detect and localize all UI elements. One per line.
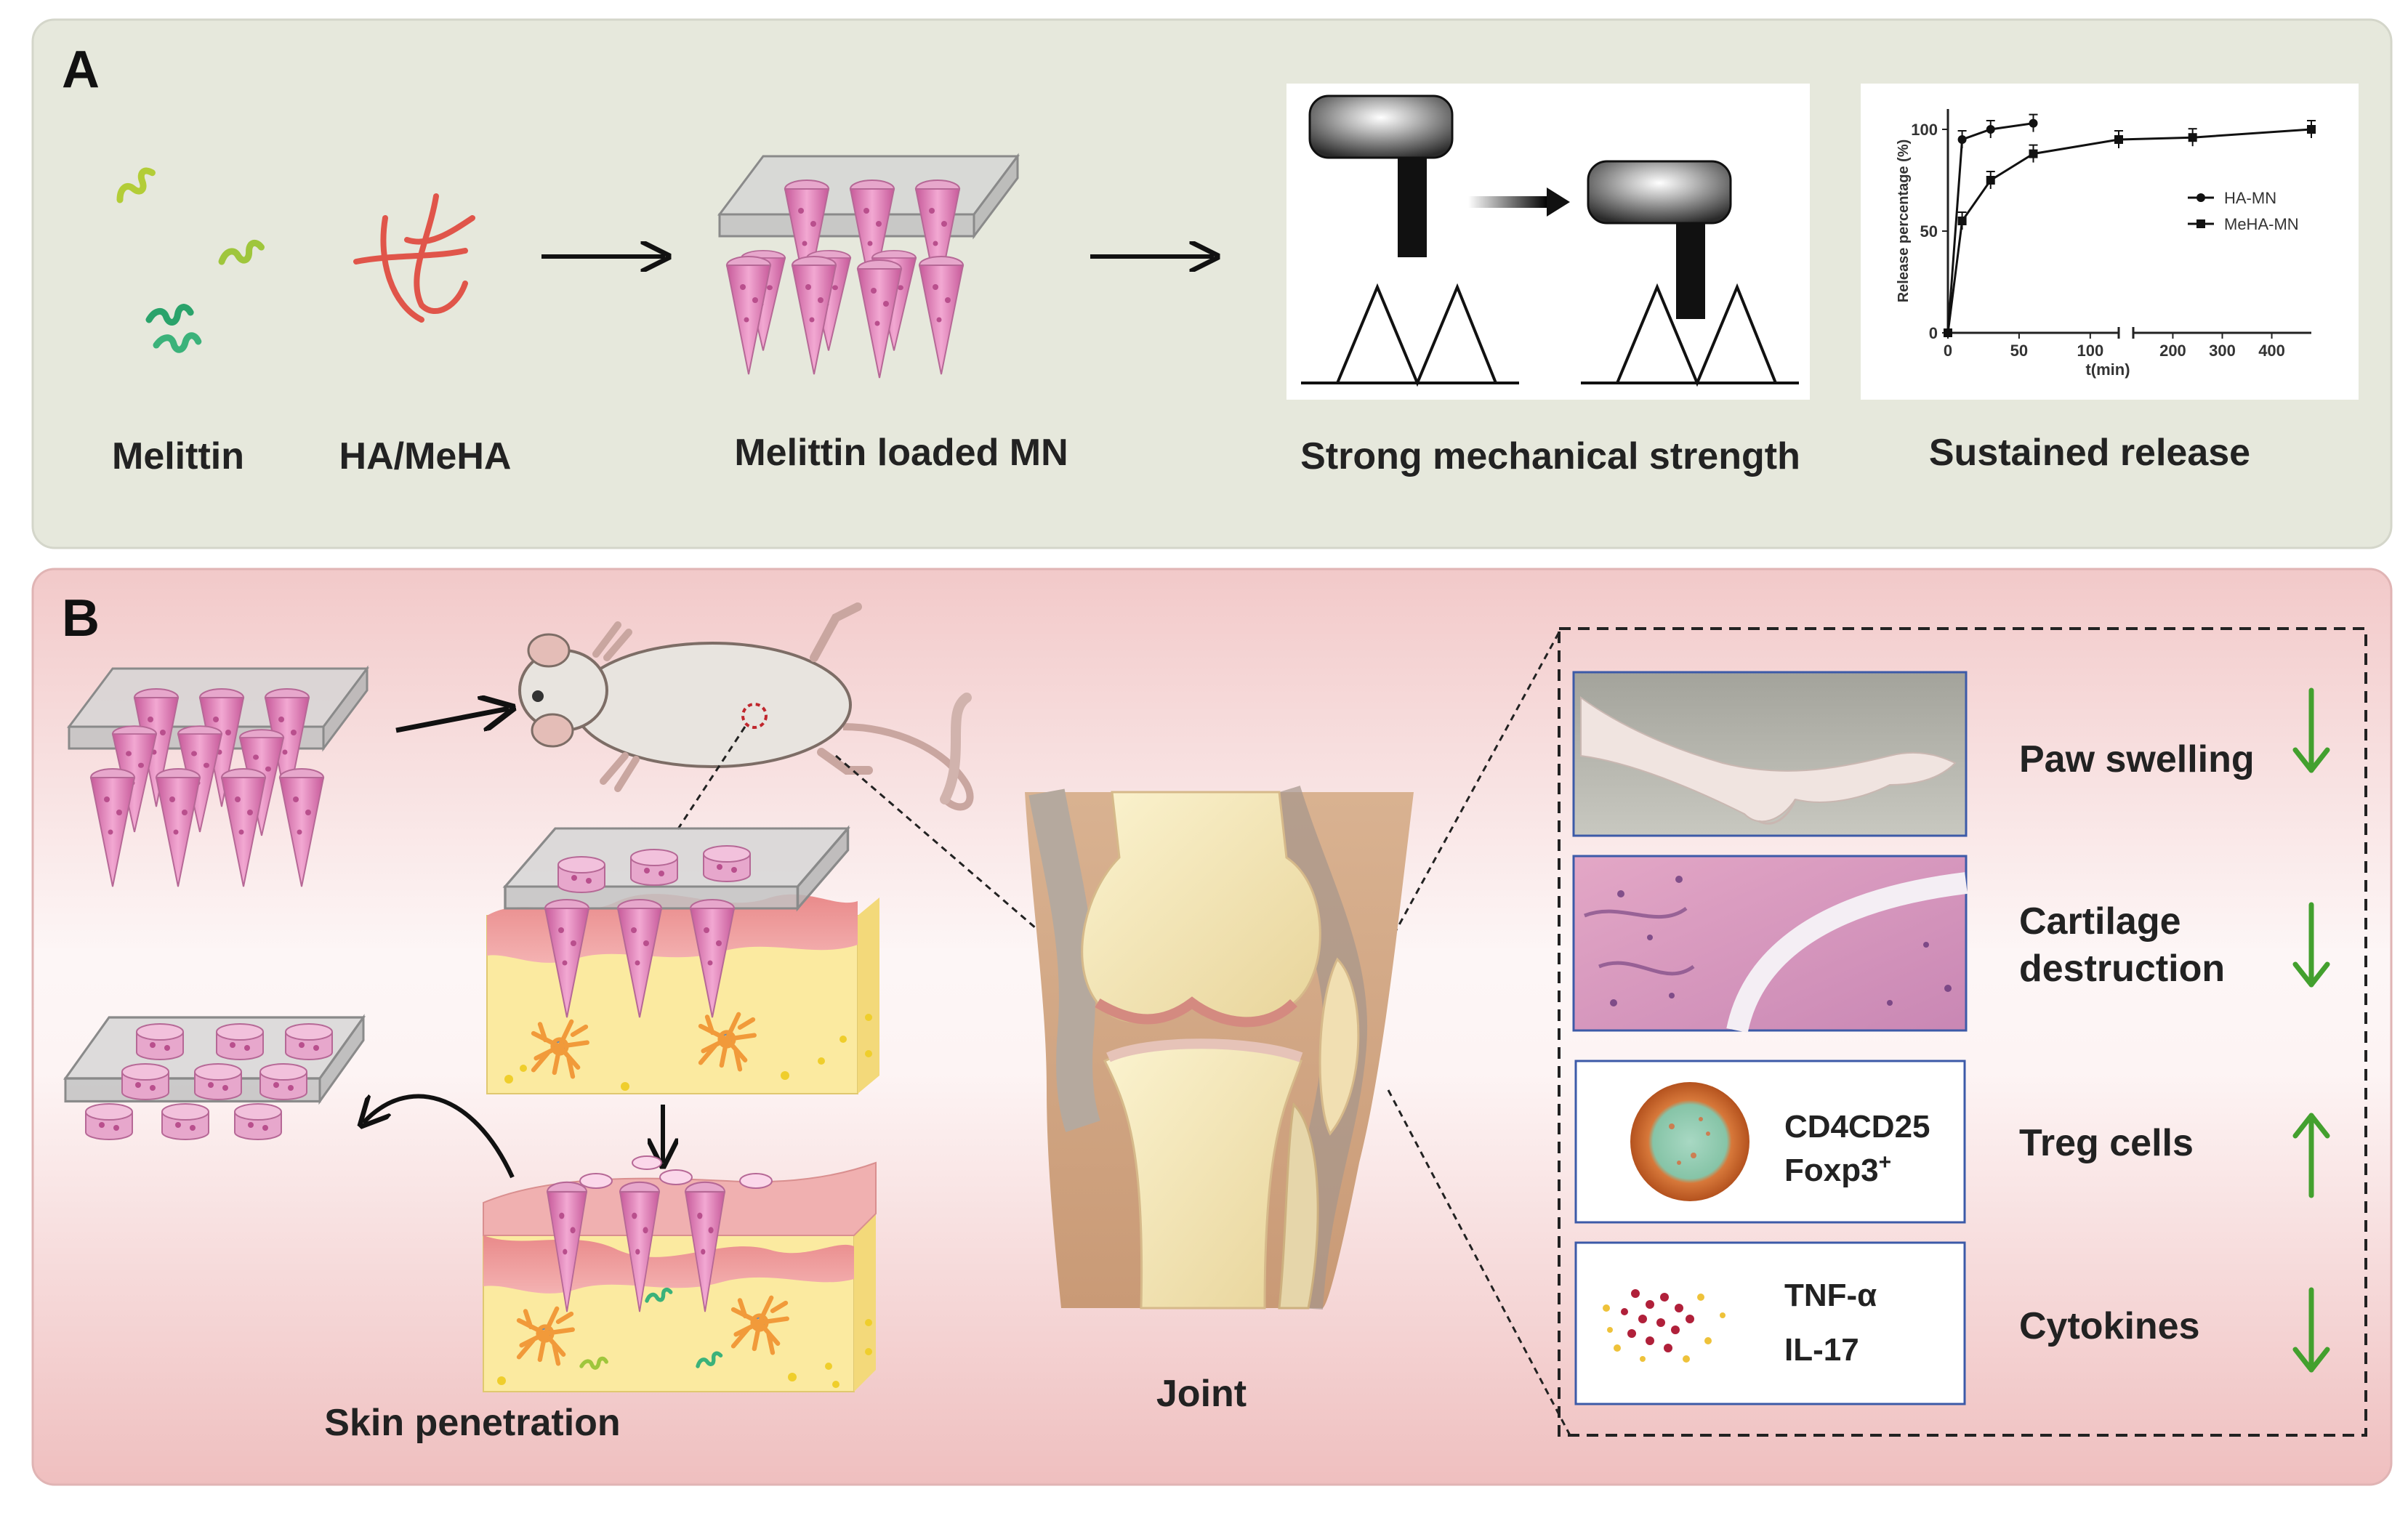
legend-label: HA-MN: [2224, 189, 2276, 207]
data-point: [1944, 328, 1952, 337]
label-skin-penetration: Skin penetration: [324, 1402, 620, 1444]
marker-cd4cd25: CD4CD25: [1784, 1109, 1930, 1145]
y-tick-label: 100: [1911, 121, 1938, 139]
skin-insertion-illustration: [486, 827, 879, 1094]
panel-a-letter: A: [62, 41, 100, 99]
x-tick-label: 50: [2010, 342, 2028, 360]
data-point: [2307, 125, 2316, 134]
legend-marker: [2196, 193, 2205, 202]
connector-zoom-top: [1387, 632, 1561, 945]
treg-cell-icon: [1630, 1082, 1749, 1201]
x-tick-label: 300: [2209, 342, 2236, 360]
release-chart: 0 50 100 0 50 100 200 300 400 t(min) Release perce…: [1861, 84, 2359, 400]
paw-photo: [1572, 671, 1968, 837]
data-point: [2029, 118, 2038, 128]
x-tick-label: 400: [2258, 342, 2285, 360]
knee-joint-illustration: [1025, 786, 1414, 1310]
label-joint: Joint: [1156, 1373, 1247, 1415]
outcome-cartilage-line2: destruction: [2019, 948, 2225, 990]
treg-cell-box: CD4CD25 Foxp3+: [1574, 1060, 1966, 1224]
x-tick-label: 200: [2159, 342, 2186, 360]
marker-tnf: TNF-α: [1784, 1278, 1877, 1313]
ha-polymer-icon: [353, 193, 475, 323]
x-tick-label: 0: [1944, 342, 1952, 360]
label-ha-meha: HA/MeHA: [339, 435, 512, 477]
panel-b: B: [31, 568, 2393, 1486]
rat-illustration: [518, 602, 974, 811]
y-axis-label: Release percentage (%): [1896, 140, 1912, 303]
release-chart-plot: 0 50 100 0 50 100 200 300 400 t(min) Release perce…: [1896, 109, 2316, 379]
y-tick-label: 50: [1920, 222, 1938, 241]
data-point: [2029, 149, 2038, 158]
trend-arrows: [2292, 687, 2330, 1373]
data-point: [1986, 125, 1995, 134]
outcome-treg-cells: Treg cells: [2019, 1122, 2194, 1164]
mechanical-test-illustration: [1286, 84, 1810, 400]
apply-arrow: [395, 709, 509, 733]
outcome-paw-swelling: Paw swelling: [2019, 738, 2255, 780]
panel-a: A: [31, 18, 2393, 549]
label-sustained-release: Sustained release: [1929, 432, 2250, 474]
data-point: [1986, 176, 1995, 185]
series-line-HA-MN: [1946, 122, 2034, 334]
data-point: [2114, 135, 2123, 144]
data-point: [1957, 217, 1967, 225]
skin-penetration-illustration: [483, 1155, 877, 1392]
x-tick-label: 100: [2077, 342, 2103, 360]
label-mechanical-strength: Strong mechanical strength: [1300, 435, 1800, 477]
legend-label: MeHA-MN: [2224, 215, 2299, 233]
cytokine-box: TNF-α IL-17: [1574, 1241, 1966, 1405]
trend-arrow-head-icon: [2292, 747, 2330, 773]
data-point: [1957, 135, 1967, 144]
panel-b-letter: B: [62, 589, 100, 647]
cytokine-particles-icon: [1603, 1289, 1726, 1363]
label-melittin: Melittin: [112, 435, 244, 477]
cartilage-histology-image: [1572, 855, 1968, 1033]
trend-arrow-head-icon: [2292, 961, 2330, 988]
marker-foxp3: Foxp3+: [1784, 1150, 1891, 1188]
injection-site-marker: [741, 703, 768, 729]
outcome-cartilage-line1: Cartilage: [2019, 900, 2181, 943]
zoom-region-outline: [1558, 627, 2367, 1437]
trend-arrow-head-icon: [2292, 1113, 2330, 1139]
marker-il17: IL-17: [1784, 1332, 1859, 1368]
label-melittin-loaded-mn: Melittin loaded MN: [734, 432, 1068, 474]
removal-arrow: [363, 1094, 515, 1179]
legend-marker: [2196, 219, 2205, 228]
y-tick-label: 0: [1929, 324, 1938, 342]
connector-skin: [675, 726, 746, 833]
data-point: [2188, 133, 2197, 142]
x-axis-label: t(min): [2085, 360, 2130, 379]
trend-arrow-head-icon: [2292, 1347, 2330, 1373]
outcome-cytokines: Cytokines: [2019, 1305, 2200, 1347]
